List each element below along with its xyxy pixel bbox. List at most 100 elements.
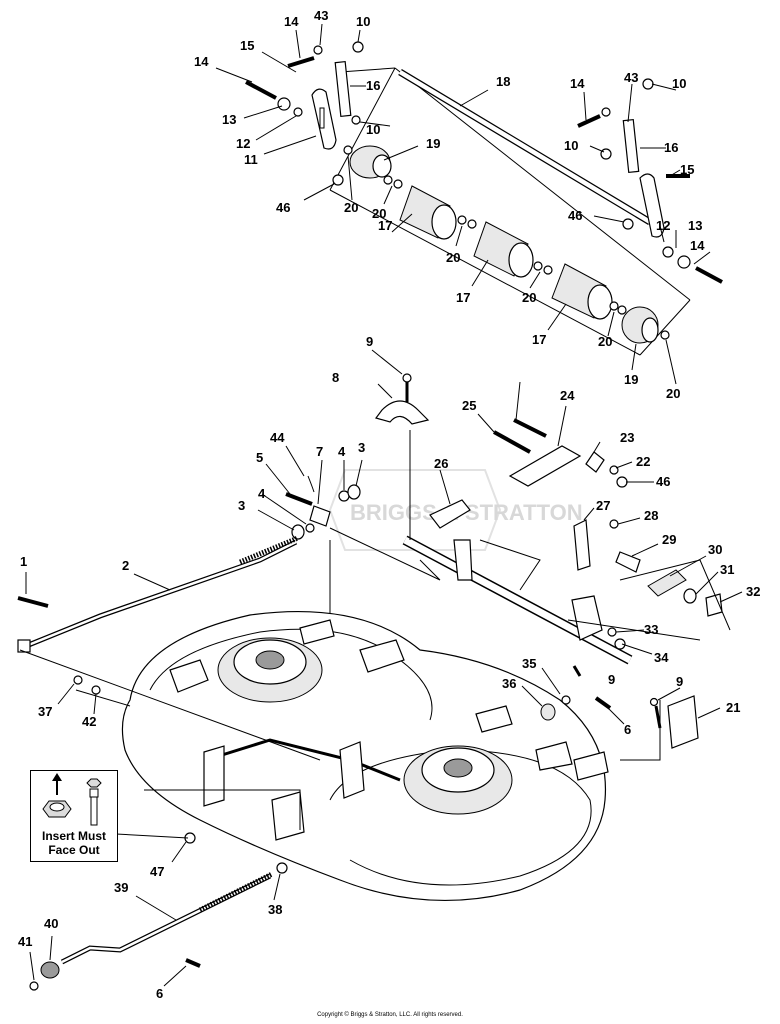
callout-20b: 20 bbox=[372, 206, 386, 221]
callout-13b: 13 bbox=[688, 218, 702, 233]
copyright-notice: Copyright © Briggs & Stratton, LLC. All … bbox=[317, 1012, 463, 1018]
callout-7: 7 bbox=[316, 444, 323, 459]
callout-34: 34 bbox=[654, 650, 669, 665]
bushing-36 bbox=[540, 703, 556, 721]
roller-19-bottom bbox=[621, 306, 659, 344]
inset-label: Insert Must Face Out bbox=[41, 829, 106, 857]
callout-24: 24 bbox=[560, 388, 575, 403]
callout-6a: 6 bbox=[624, 722, 631, 737]
callout-10c: 10 bbox=[672, 76, 686, 91]
callout-26: 26 bbox=[434, 456, 448, 471]
callout-33: 33 bbox=[644, 622, 658, 637]
callout-10a: 10 bbox=[356, 14, 370, 29]
callout-31: 31 bbox=[720, 562, 734, 577]
callout-16b: 16 bbox=[664, 140, 678, 155]
callout-46a: 46 bbox=[276, 200, 290, 215]
rod-39 bbox=[29, 871, 274, 991]
callout-30: 30 bbox=[708, 542, 722, 557]
callout-9c: 9 bbox=[676, 674, 683, 689]
callout-9a: 9 bbox=[366, 334, 373, 349]
linkage-assembly bbox=[17, 349, 743, 761]
callout-9b: 9 bbox=[608, 672, 615, 687]
pulley-right bbox=[403, 745, 513, 815]
pulley-left bbox=[217, 637, 323, 703]
arrow-up-icon bbox=[52, 773, 62, 795]
plate-16-right bbox=[622, 118, 640, 174]
callout-20a: 20 bbox=[344, 200, 358, 215]
mower-deck bbox=[19, 610, 721, 902]
clip-8 bbox=[374, 400, 430, 425]
callout-22: 22 bbox=[636, 454, 650, 469]
callout-23: 23 bbox=[620, 430, 634, 445]
callout-20d: 20 bbox=[522, 290, 536, 305]
callout-14d: 14 bbox=[690, 238, 705, 253]
callout-43a: 43 bbox=[314, 8, 328, 23]
callout-10d: 10 bbox=[564, 138, 578, 153]
callout-35: 35 bbox=[522, 656, 536, 671]
callout-41: 41 bbox=[18, 934, 32, 949]
knob-40 bbox=[40, 961, 60, 979]
callout-40: 40 bbox=[44, 916, 58, 931]
callout-1: 1 bbox=[20, 554, 27, 569]
cover-21 bbox=[667, 695, 699, 749]
callout-12a: 12 bbox=[236, 136, 250, 151]
callout-15a: 15 bbox=[240, 38, 254, 53]
callout-21: 21 bbox=[726, 700, 740, 715]
roller-19-top bbox=[349, 145, 392, 179]
plate-16-left bbox=[334, 60, 352, 118]
callout-20e: 20 bbox=[598, 334, 612, 349]
callout-17a: 17 bbox=[378, 218, 392, 233]
callout-38: 38 bbox=[268, 902, 282, 917]
callout-43b: 43 bbox=[624, 70, 638, 85]
inset-box: Insert Must Face Out bbox=[30, 770, 118, 862]
rod-2 bbox=[17, 535, 299, 653]
callout-16a: 16 bbox=[366, 78, 380, 93]
callout-46c: 46 bbox=[656, 474, 670, 489]
callout-5: 5 bbox=[256, 450, 263, 465]
callout-3a: 3 bbox=[358, 440, 365, 455]
callout-6b: 6 bbox=[156, 986, 163, 1001]
callout-14c: 14 bbox=[570, 76, 585, 91]
callout-47: 47 bbox=[150, 864, 164, 879]
callout-11: 11 bbox=[244, 152, 258, 167]
callout-27: 27 bbox=[596, 498, 610, 513]
callout-10b: 10 bbox=[366, 122, 380, 137]
swivel-30 bbox=[647, 569, 687, 597]
callout-28: 28 bbox=[644, 508, 658, 523]
callout-29: 29 bbox=[662, 532, 676, 547]
callout-20c: 20 bbox=[446, 250, 460, 265]
callout-44: 44 bbox=[270, 430, 285, 445]
bracket-27 bbox=[573, 519, 591, 571]
hardware-small bbox=[277, 41, 691, 340]
bracket-right bbox=[639, 173, 665, 238]
callout-20f: 20 bbox=[666, 386, 680, 401]
callout-39: 39 bbox=[114, 880, 128, 895]
leaders-deck bbox=[57, 667, 721, 901]
callout-4b: 4 bbox=[258, 486, 266, 501]
lock-nut-icon bbox=[42, 800, 72, 818]
callout-3b: 3 bbox=[238, 498, 245, 513]
callout-19b: 19 bbox=[624, 372, 638, 387]
callout-17c: 17 bbox=[532, 332, 546, 347]
callout-37: 37 bbox=[38, 704, 52, 719]
lift-shaft-26 bbox=[402, 499, 633, 665]
callout-18: 18 bbox=[496, 74, 510, 89]
leaders-middle bbox=[25, 349, 743, 655]
callout-14b: 14 bbox=[194, 54, 209, 69]
callout-12b: 12 bbox=[656, 218, 670, 233]
callout-17b: 17 bbox=[456, 290, 470, 305]
roller-assembly bbox=[215, 23, 723, 385]
callout-13a: 13 bbox=[222, 112, 236, 127]
pin-29 bbox=[615, 551, 641, 573]
roller-17-b bbox=[473, 221, 534, 278]
connector-left bbox=[285, 475, 361, 540]
callout-36: 36 bbox=[502, 676, 516, 691]
callout-4a: 4 bbox=[338, 444, 346, 459]
bolts-top bbox=[245, 56, 723, 284]
bolt-icon bbox=[86, 778, 102, 826]
callout-42: 42 bbox=[82, 714, 96, 729]
roller-17-a bbox=[399, 185, 457, 240]
callout-8: 8 bbox=[332, 370, 339, 385]
insert-nut-illustration bbox=[42, 773, 102, 826]
